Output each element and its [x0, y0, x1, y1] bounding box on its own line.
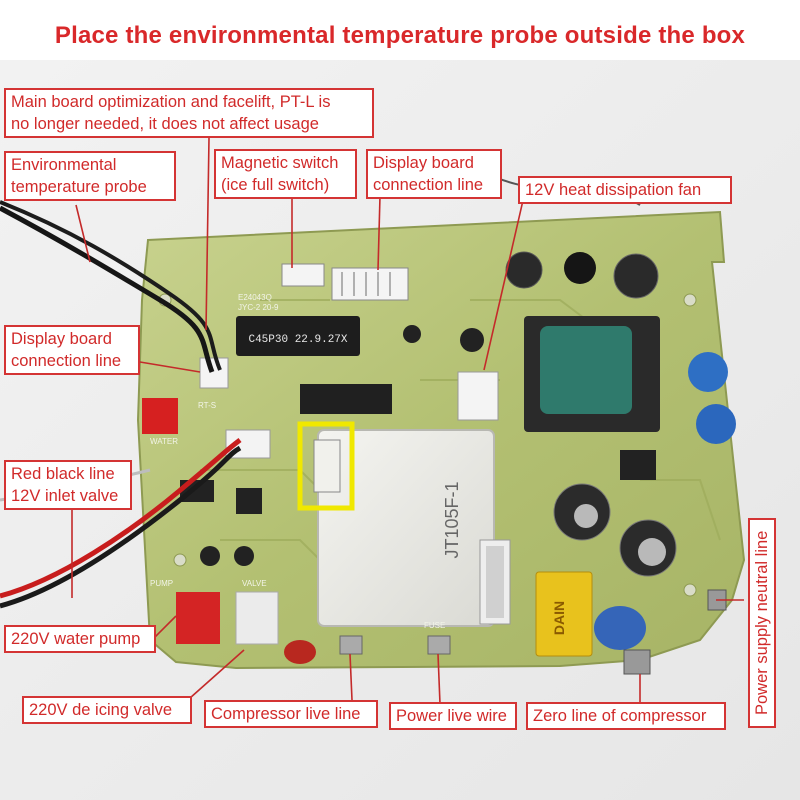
driver-chip	[300, 384, 392, 414]
label-display-line-top: Display board connection line	[366, 149, 502, 199]
fan-connector	[457, 371, 499, 421]
optocoupler	[620, 450, 656, 480]
label-magnetic-switch: Magnetic switch (ice full switch)	[214, 149, 357, 199]
inlet-cable-black	[0, 445, 242, 609]
fuse-glass	[486, 546, 504, 618]
ice-full-connector	[281, 263, 325, 287]
mcu-chip	[236, 316, 360, 356]
x-capacitor	[535, 571, 593, 657]
inlet-cable-red	[0, 438, 242, 599]
capacitor	[460, 328, 484, 352]
label-deicing-valve: 220V de icing valve	[22, 696, 192, 724]
svg-text:FUSE: FUSE	[424, 621, 445, 630]
probe-cable-2	[0, 200, 222, 371]
diagram-title: Place the environmental temperature prob…	[54, 22, 746, 49]
label-fan: 12V heat dissipation fan	[518, 176, 732, 204]
svg-text:PUMP: PUMP	[150, 579, 173, 588]
label-inlet-valve: Red black line 12V inlet valve	[4, 460, 132, 510]
regulator	[236, 488, 262, 514]
capacitor	[613, 253, 659, 299]
label-compressor-live: Compressor live line	[204, 700, 378, 728]
highlighted-connector	[313, 439, 341, 493]
svg-text:RT-S: RT-S	[198, 401, 216, 410]
terminal	[427, 635, 451, 655]
svg-text:WATER: WATER	[150, 437, 178, 446]
svg-text:C45P30 22.9.27X: C45P30 22.9.27X	[248, 334, 347, 346]
y-capacitor	[696, 404, 736, 444]
capacitor-top	[574, 504, 598, 528]
capacitor	[403, 325, 421, 343]
probe-cable	[0, 205, 215, 373]
pump-connector	[176, 592, 220, 644]
label-power-live: Power live wire	[389, 702, 517, 730]
label-env-probe: Environmental temperature probe	[4, 151, 176, 201]
svg-text:JT105F-1: JT105F-1	[442, 481, 462, 558]
water-connector	[142, 398, 178, 434]
transistor-2	[200, 546, 220, 566]
capacitor	[505, 251, 543, 289]
terminal	[623, 649, 651, 675]
svg-text:VALVE: VALVE	[242, 579, 267, 588]
transistor-3	[234, 546, 254, 566]
leader-lines	[71, 137, 744, 706]
transformer-coil	[540, 326, 632, 414]
label-compressor-zero: Zero line of compressor	[526, 702, 726, 730]
display-connector-top	[331, 267, 409, 301]
varistor	[594, 606, 646, 650]
label-display-line-left: Display board connection line	[4, 325, 140, 375]
label-pt-l-note: Main board optimization and facelift, PT…	[4, 88, 374, 138]
label-neutral-line: Power supply neutral line	[748, 518, 776, 728]
label-water-pump: 220V water pump	[4, 625, 156, 653]
highlight-box	[297, 421, 355, 511]
y-capacitor	[688, 352, 728, 392]
svg-text:E24043Q: E24043Q	[238, 293, 272, 302]
svg-text:DAIN: DAIN	[551, 601, 567, 635]
probe-connector	[199, 357, 229, 389]
relay: JT105F-1	[317, 429, 495, 627]
svg-text:JYC-2 20-9: JYC-2 20-9	[238, 303, 279, 312]
terminal	[339, 635, 363, 655]
capacitor	[564, 252, 596, 284]
small-capacitor	[284, 640, 316, 664]
capacitor-top	[638, 538, 666, 566]
deicing-valve-connector	[235, 591, 279, 645]
